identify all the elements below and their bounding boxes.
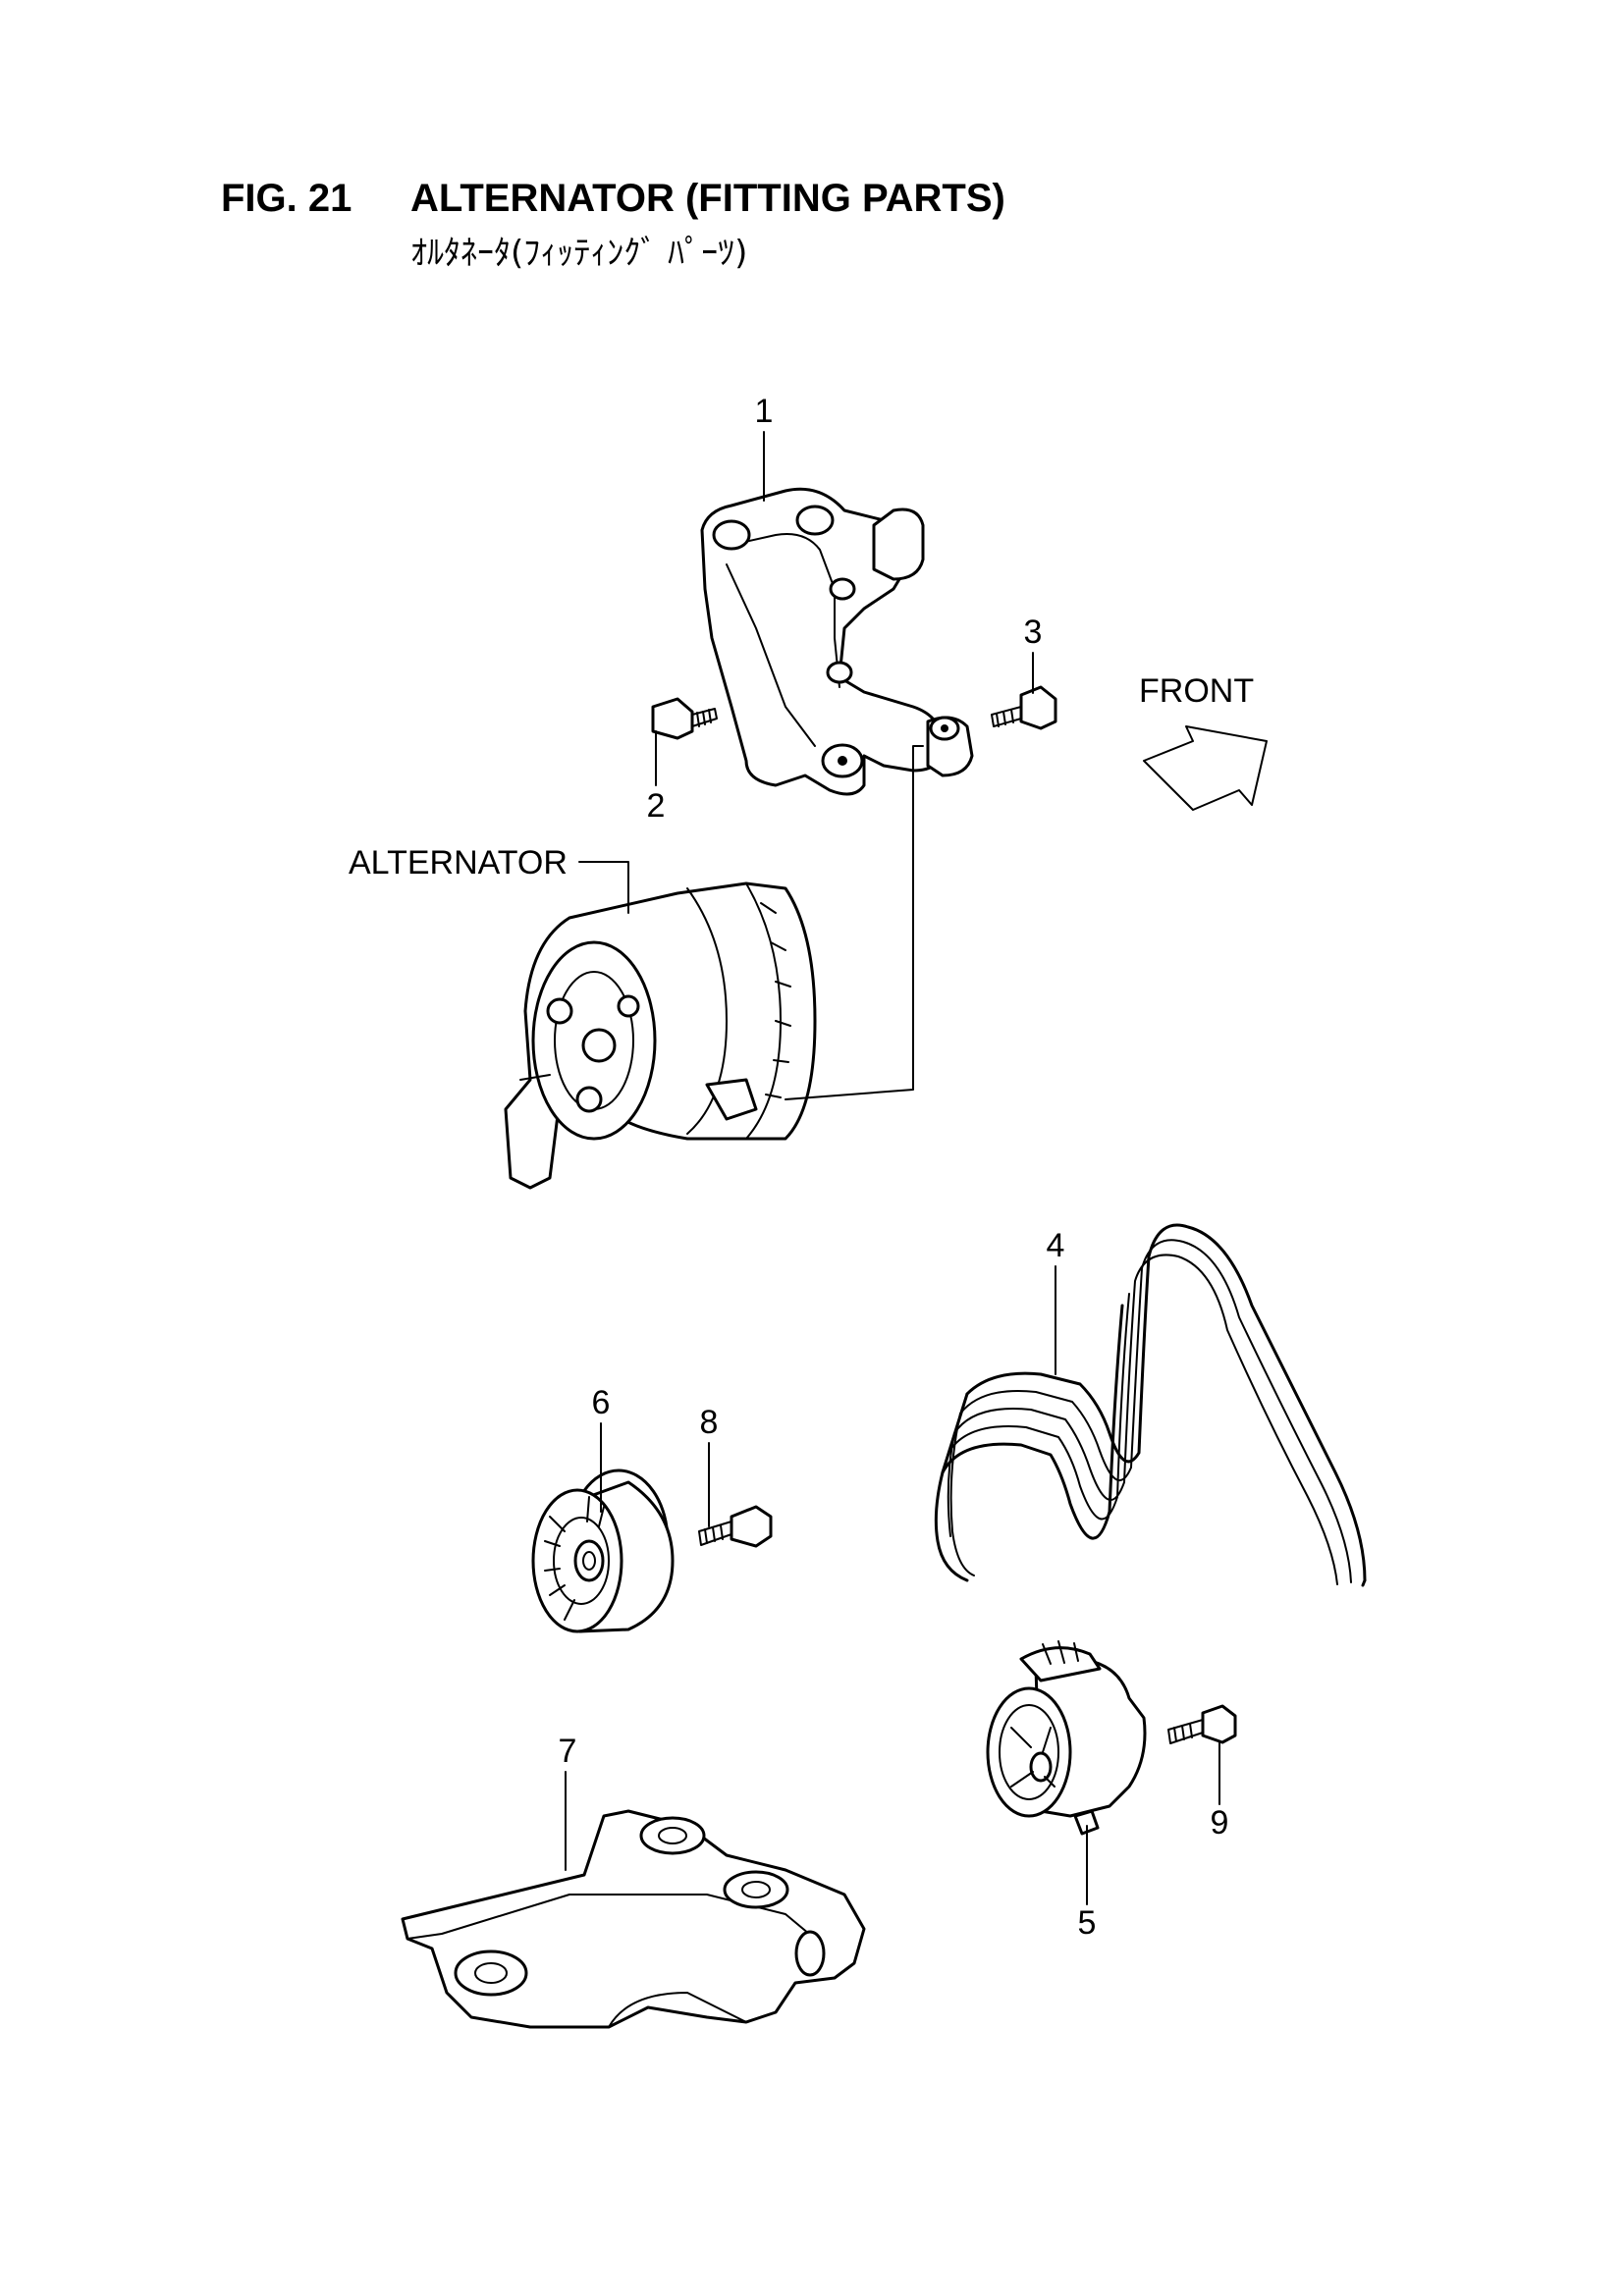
part-3-bolt[interactable] — [991, 685, 1057, 730]
callout-alternator: ALTERNATOR — [349, 844, 568, 881]
leader-lines — [565, 431, 1220, 1905]
callout-part-5: 5 — [1078, 1904, 1097, 1942]
callout-part-2: 2 — [647, 787, 666, 825]
front-arrow-icon — [1143, 725, 1268, 811]
part-6-idler-pulley[interactable] — [531, 1468, 675, 1633]
part-9-bolt[interactable] — [1167, 1704, 1237, 1744]
bracket-connection-line — [785, 745, 924, 1100]
callout-part-1: 1 — [755, 393, 774, 430]
callout-part-9: 9 — [1211, 1804, 1229, 1842]
figure-number: FIG. 21 — [221, 177, 352, 220]
part-1-mounting-bracket[interactable] — [700, 487, 974, 796]
callout-part-4: 4 — [1047, 1227, 1065, 1264]
part-5-belt-tensioner[interactable] — [986, 1640, 1147, 1836]
callout-part-3: 3 — [1024, 614, 1043, 651]
part-2-bolt[interactable] — [651, 697, 718, 740]
part-7-support-bracket[interactable] — [401, 1809, 866, 2029]
callout-part-6: 6 — [592, 1384, 611, 1421]
alternator-assembly[interactable] — [504, 881, 817, 1190]
callout-part-7: 7 — [559, 1733, 577, 1770]
part-4-drive-belt[interactable] — [934, 1223, 1367, 1587]
figure-subtitle: ｵﾙﾀﾈｰﾀ(ﾌｨｯﾃｨﾝｸﾞ ﾊﾟｰﾂ) — [410, 234, 748, 273]
alternator-leader — [578, 861, 629, 914]
part-8-bolt[interactable] — [698, 1505, 773, 1548]
figure-title: ALTERNATOR (FITTING PARTS) — [410, 177, 1005, 220]
callout-part-8: 8 — [700, 1404, 719, 1441]
callout-front: FRONT — [1139, 672, 1254, 710]
